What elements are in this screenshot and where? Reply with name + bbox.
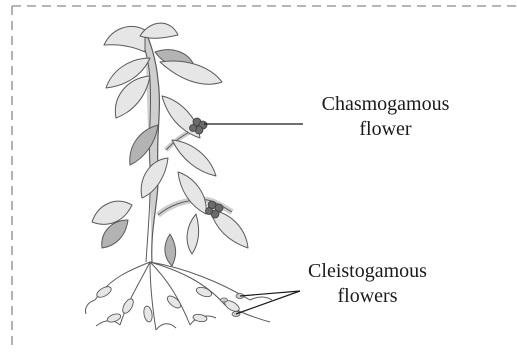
cleistogamous-label: Cleistogamous flowers [280,259,455,309]
basal-leaves [95,285,241,324]
leaf [160,61,222,84]
leaf [172,140,216,176]
plant-illustration [92,23,248,266]
cleistogamous-label-line1: Cleistogamous [280,259,455,284]
chasmogamous-label-line1: Chasmogamous [303,92,468,117]
leaf [104,26,145,52]
leaf [178,172,206,214]
chasmogamous-label-line2: flower [303,117,468,142]
leaf [187,214,199,254]
cleistogamous-label-line2: flowers [280,284,455,309]
leaf [165,234,176,266]
leaf [162,96,200,138]
chasmogamous-label: Chasmogamous flower [303,92,468,142]
leaf [140,23,178,38]
